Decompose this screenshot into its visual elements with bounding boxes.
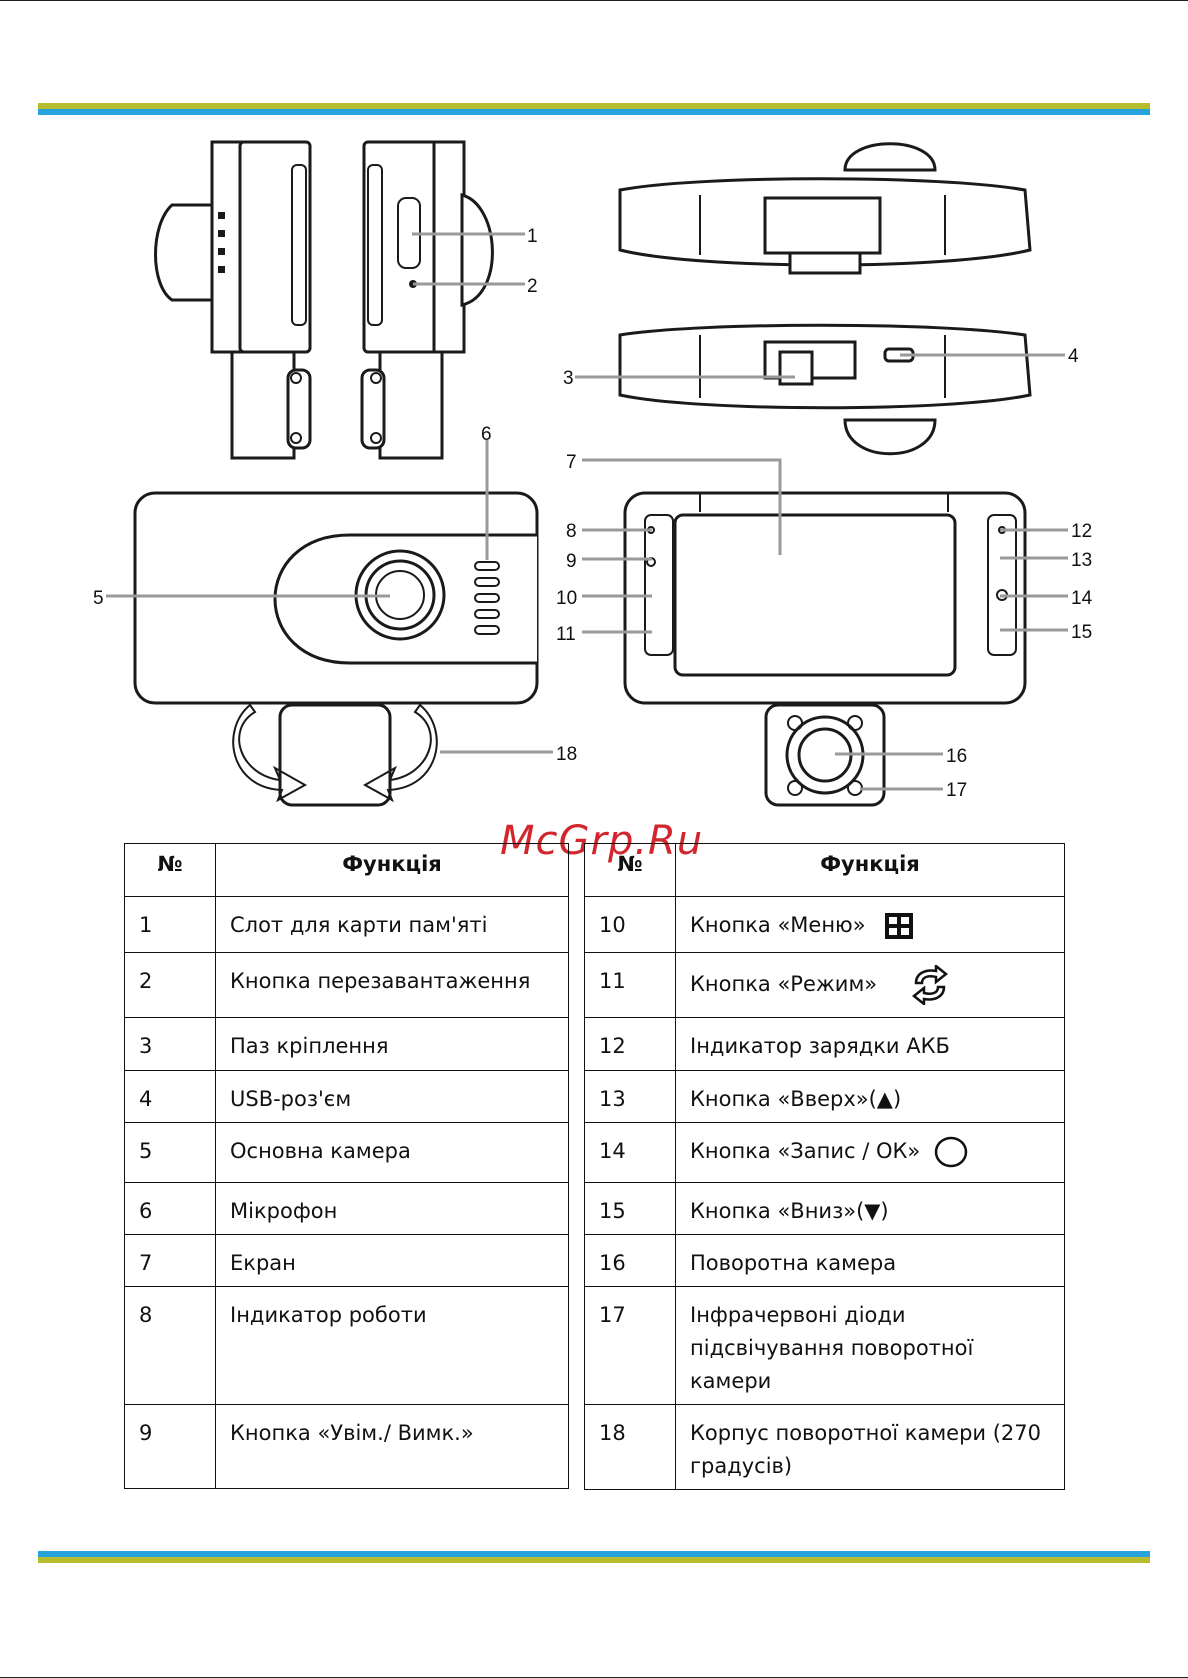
table-row: 3 Паз кріплення (124, 1017, 569, 1071)
table-row: 8 Індикатор роботи (124, 1286, 569, 1405)
callout-5: 5 (93, 588, 104, 609)
table-row: 5 Основна камера (124, 1122, 569, 1183)
row-function: Кнопка перезавантаження (215, 952, 569, 1018)
top-view (618, 142, 1032, 275)
callout-11: 11 (556, 624, 576, 645)
table-row: 11 Кнопка «Режим» (584, 952, 1065, 1018)
mode-cycle-icon (911, 965, 948, 1005)
row-num: 10 (584, 896, 676, 953)
header-stripe (38, 103, 1150, 115)
row-function: Кнопка «Режим» (675, 952, 1065, 1018)
callout-3: 3 (563, 368, 574, 389)
row-num: 2 (124, 952, 216, 1018)
table-row: 18 Корпус поворотної камери (270 градусі… (584, 1404, 1065, 1490)
row-function: Поворотна камера (675, 1234, 1065, 1287)
callout-16: 16 (946, 746, 967, 767)
row-num: 7 (124, 1234, 216, 1287)
row-function: Паз кріплення (215, 1017, 569, 1071)
side-view-right (360, 140, 494, 460)
row-function: Кнопка «Вниз»(▼) (675, 1182, 1065, 1235)
callout-13: 13 (1071, 550, 1092, 571)
row-function-text: Кнопка «Меню» (690, 913, 866, 937)
row-num: 12 (584, 1017, 676, 1071)
circle-ok-icon (934, 1136, 968, 1168)
row-num: 6 (124, 1182, 216, 1235)
callout-17: 17 (946, 780, 967, 801)
table-row: 10 Кнопка «Меню» (584, 896, 1065, 953)
callout-12: 12 (1071, 521, 1092, 542)
table-row: 7 Екран (124, 1234, 569, 1287)
back-view (623, 491, 1027, 807)
front-view (133, 491, 539, 807)
col-header-function: Функція (215, 843, 569, 897)
table-row: 13 Кнопка «Вверх»(▲) (584, 1070, 1065, 1123)
callout-4: 4 (1068, 346, 1079, 367)
row-num: 13 (584, 1070, 676, 1123)
table-row: 17 Інфрачервоні діоди підсвічування пово… (584, 1286, 1065, 1405)
table-header-row: № Функція (124, 843, 569, 897)
row-function: Екран (215, 1234, 569, 1287)
table-row: 1 Слот для карти пам'яті (124, 896, 569, 953)
row-num: 8 (124, 1286, 216, 1405)
bottom-view (618, 323, 1032, 456)
row-num: 18 (584, 1404, 676, 1490)
table-row: 2 Кнопка перезавантаження (124, 952, 569, 1018)
row-function-text: Кнопка «Режим» (690, 972, 878, 996)
row-function: Корпус поворотної камери (270 градусів) (675, 1404, 1065, 1490)
row-num: 9 (124, 1404, 216, 1489)
function-table-right: № Функція 10 Кнопка «Меню» 11 Кнопка «Ре… (584, 843, 1065, 1490)
table-header-row: № Функція (584, 843, 1065, 897)
row-function-text: Кнопка «Запис / ОК» (690, 1139, 921, 1163)
row-num: 4 (124, 1070, 216, 1123)
row-function: Кнопка «Меню» (675, 896, 1065, 953)
col-header-num: № (584, 843, 676, 897)
row-num: 11 (584, 952, 676, 1018)
callout-18: 18 (556, 744, 577, 765)
callout-14: 14 (1071, 588, 1093, 609)
table-row: 4 USB-роз'єм (124, 1070, 569, 1123)
callout-1: 1 (527, 226, 538, 247)
table-row: 14 Кнопка «Запис / ОК» (584, 1122, 1065, 1183)
row-num: 14 (584, 1122, 676, 1183)
page-top-edge (0, 0, 1188, 1)
row-function: Кнопка «Запис / ОК» (675, 1122, 1065, 1183)
function-table-left: № Функція 1 Слот для карти пам'яті 2 Кно… (124, 843, 569, 1489)
row-num: 17 (584, 1286, 676, 1405)
row-function: Індикатор роботи (215, 1286, 569, 1405)
row-function: Індикатор зарядки АКБ (675, 1017, 1065, 1071)
table-row: 6 Мікрофон (124, 1182, 569, 1235)
row-function: Мікрофон (215, 1182, 569, 1235)
row-function: Кнопка «Вверх»(▲) (675, 1070, 1065, 1123)
row-function: Інфрачервоні діоди підсвічування поворот… (675, 1286, 1065, 1405)
leader-lines (106, 232, 1068, 791)
table-row: 9 Кнопка «Увім./ Вимк.» (124, 1404, 569, 1489)
row-function: Слот для карти пам'яті (215, 896, 569, 953)
callout-7: 7 (566, 452, 577, 473)
row-num: 3 (124, 1017, 216, 1071)
row-function: USB-роз'єм (215, 1070, 569, 1123)
table-row: 15 Кнопка «Вниз»(▼) (584, 1182, 1065, 1235)
row-num: 1 (124, 896, 216, 953)
col-header-num: № (124, 843, 216, 897)
footer-stripe (38, 1551, 1150, 1563)
row-num: 15 (584, 1182, 676, 1235)
callout-15: 15 (1071, 622, 1092, 643)
callout-8: 8 (566, 521, 577, 542)
device-diagram: 1 2 3 4 5 6 7 8 9 10 11 12 13 14 15 16 1… (93, 140, 1093, 807)
table-row: 12 Індикатор зарядки АКБ (584, 1017, 1065, 1071)
side-view-left (154, 140, 312, 460)
callout-6: 6 (481, 424, 492, 445)
callout-2: 2 (527, 276, 538, 297)
row-num: 16 (584, 1234, 676, 1287)
callout-10: 10 (556, 588, 577, 609)
menu-grid-icon (885, 913, 914, 939)
row-function: Основна камера (215, 1122, 569, 1183)
table-row: 16 Поворотна камера (584, 1234, 1065, 1287)
callout-9: 9 (566, 551, 577, 572)
row-num: 5 (124, 1122, 216, 1183)
row-function: Кнопка «Увім./ Вимк.» (215, 1404, 569, 1489)
col-header-function: Функція (675, 843, 1065, 897)
callout-numbers: 1 2 3 4 5 6 7 8 9 10 11 12 13 14 15 16 1… (93, 226, 1093, 801)
